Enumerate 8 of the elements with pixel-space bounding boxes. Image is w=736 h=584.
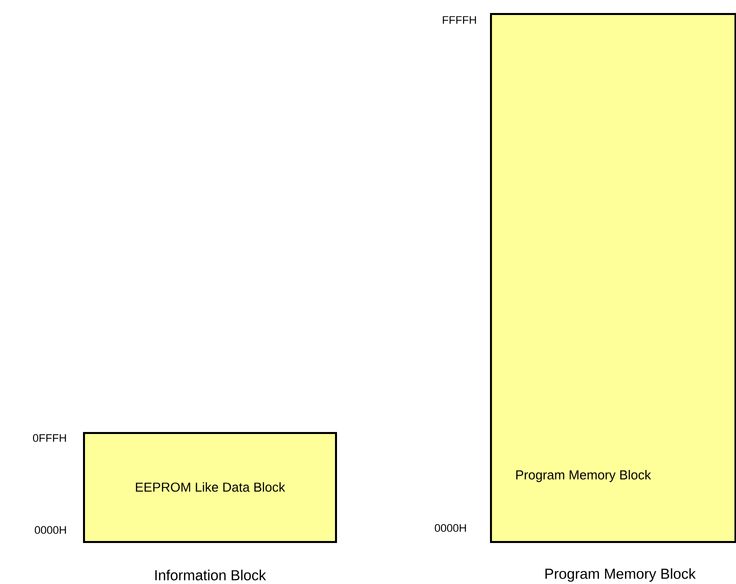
memory-block: EEPROM Like Data Block xyxy=(83,432,337,543)
address-label: 0FFFH xyxy=(33,434,66,442)
address-label: FFFFH xyxy=(442,16,476,24)
block-caption: Information Block xyxy=(155,570,266,580)
memory-block: Program Memory Block xyxy=(490,13,736,543)
block-caption: Program Memory Block xyxy=(545,568,696,582)
address-label: 0000H xyxy=(434,524,466,532)
address-label: 0000H xyxy=(34,526,66,534)
